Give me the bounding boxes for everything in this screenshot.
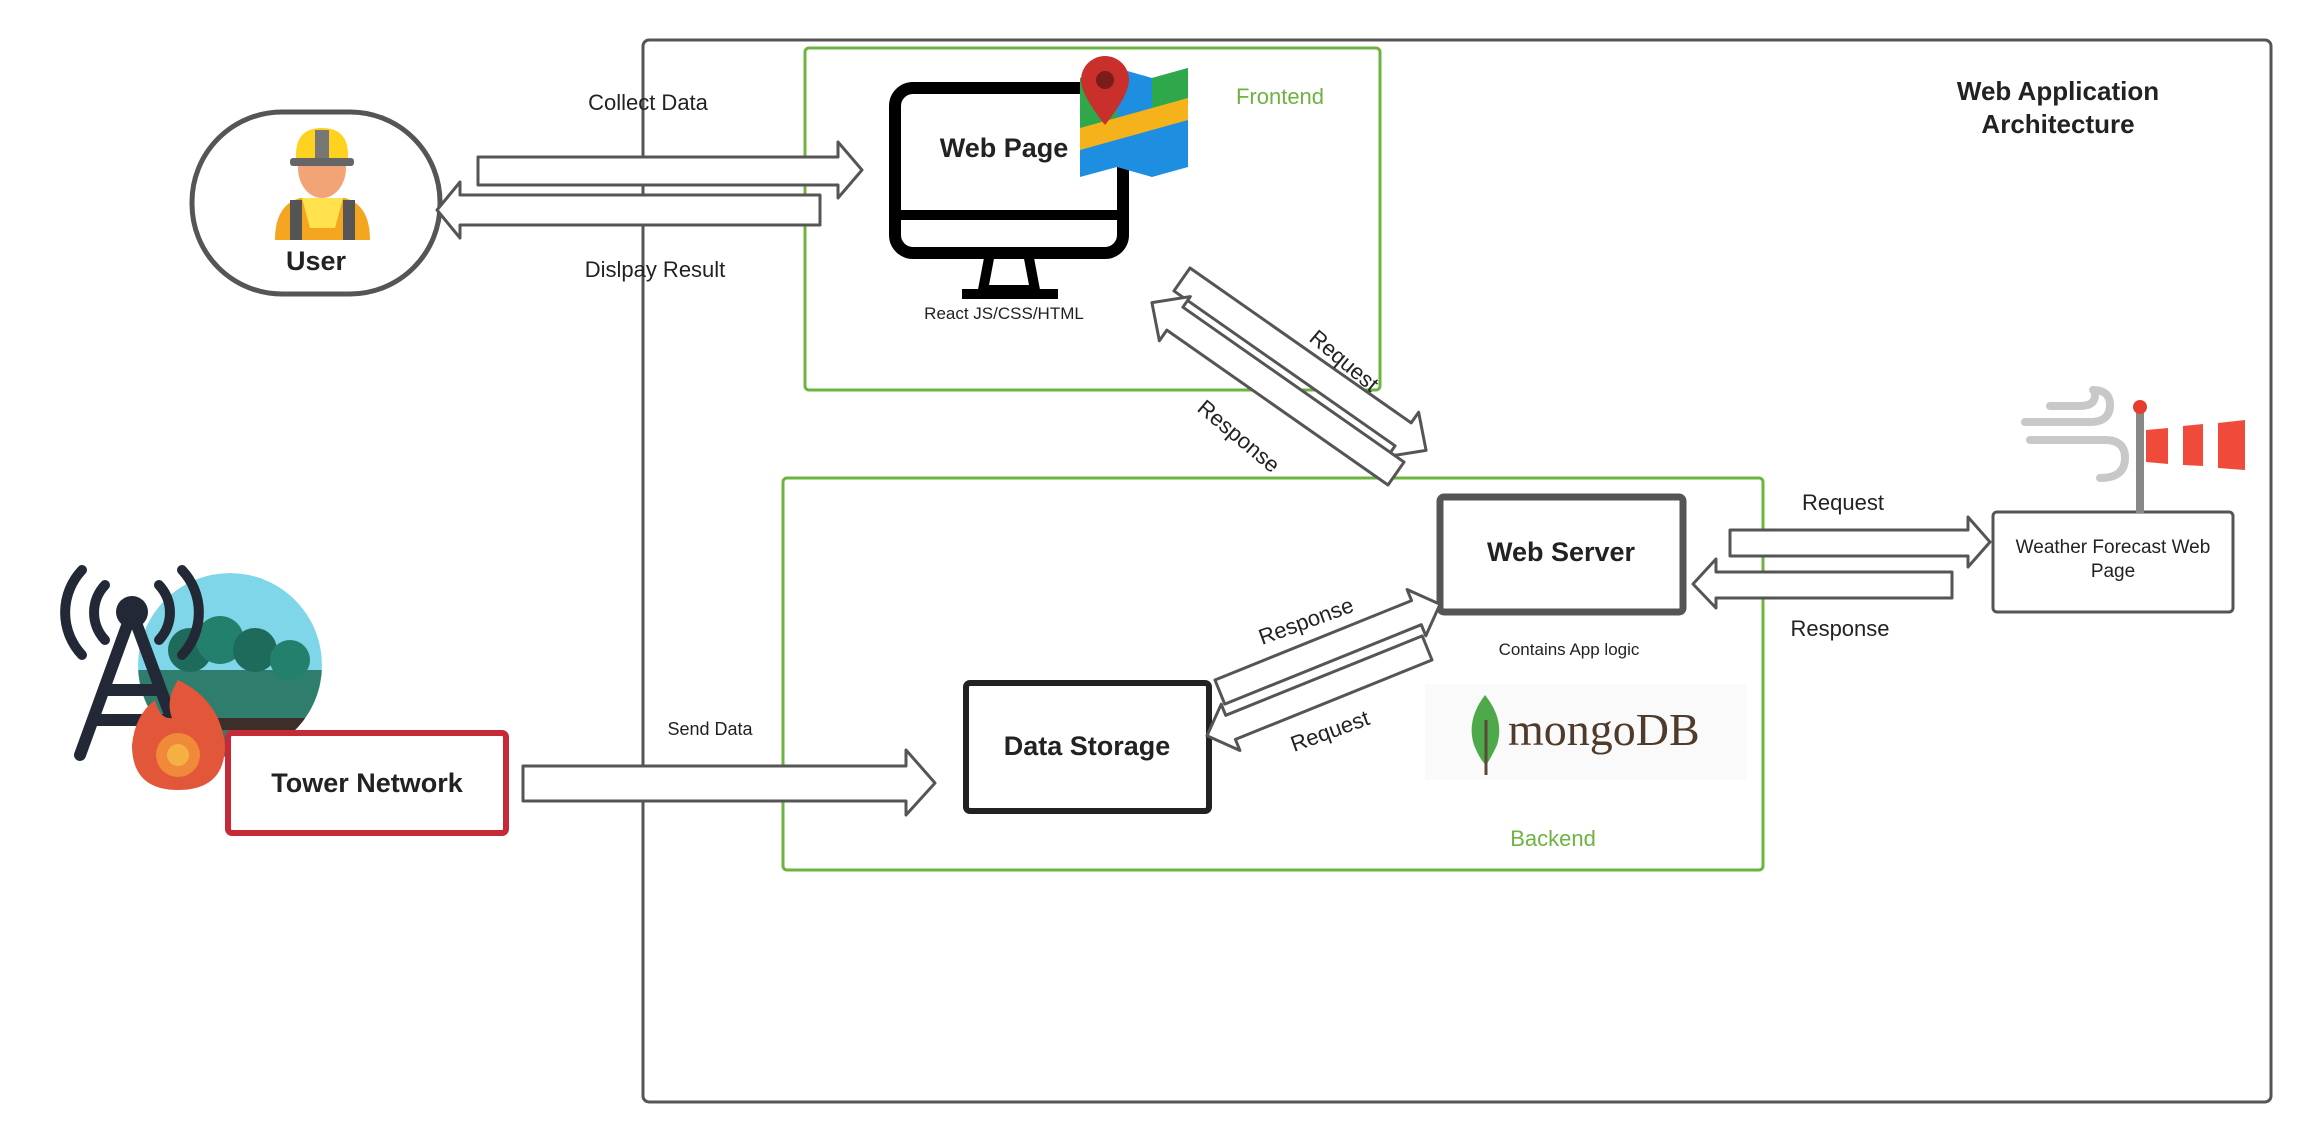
diagram-title-line-1: Web Application (1957, 76, 2159, 106)
tower-network-box (225, 730, 509, 836)
tower-network-node: Tower Network (60, 565, 509, 836)
web-page-node: Web Page React JS/CSS/HTML (889, 56, 1188, 323)
mongodb-wordmark: mongoDB (1508, 704, 1700, 755)
storage-response-arrow (1213, 587, 1442, 706)
weather-forecast-node: Weather Forecast Web Page (1991, 510, 2235, 614)
weather-forecast-label-line-2: Page (2091, 561, 2135, 582)
send-data-label: Send Data (667, 719, 753, 739)
web-server-caption: Contains App logic (1499, 640, 1640, 659)
page-response-label: Response (1193, 395, 1285, 478)
mongodb-leaf-icon (1471, 695, 1500, 775)
cell-tower-icon (60, 565, 204, 761)
weather-response-label: Response (1790, 616, 1889, 641)
weather-response-arrow (1691, 557, 1954, 610)
tower-network-label: Tower Network (271, 768, 464, 798)
weather-forecast-label-line-1: Weather Forecast Web (2016, 537, 2211, 558)
weather-request-label: Request (1802, 490, 1884, 515)
user-label: User (286, 246, 347, 276)
backend-group (781, 476, 1765, 872)
monitor-icon (889, 82, 1129, 299)
fire-icon (132, 680, 225, 790)
user-node: User (189, 109, 443, 297)
windsock-icon (2021, 386, 2245, 513)
firefighter-icon (275, 128, 370, 240)
storage-request-arrow (1205, 634, 1434, 753)
data-storage-node: Data Storage (963, 680, 1212, 814)
diagram-title-line-2: Architecture (1981, 109, 2134, 139)
web-page-caption: React JS/CSS/HTML (924, 304, 1084, 323)
mongodb-logo: mongoDB (1425, 684, 1747, 780)
display-result-label: Dislpay Result (585, 257, 726, 282)
backend-label: Backend (1510, 826, 1596, 851)
outer-container (641, 38, 2273, 1104)
map-icon (1080, 56, 1188, 177)
page-response-arrow (1150, 295, 1406, 487)
collect-data-arrow (476, 140, 864, 200)
collect-data-label: Collect Data (588, 90, 709, 115)
display-result-arrow (435, 180, 822, 240)
data-storage-label: Data Storage (1004, 731, 1171, 761)
web-server-node: Web Server Contains App logic (1436, 493, 1687, 659)
weather-request-arrow (1728, 515, 1992, 569)
send-data-arrow (521, 748, 937, 817)
frontend-label: Frontend (1236, 84, 1324, 109)
web-server-label: Web Server (1487, 537, 1636, 567)
page-request-arrow (1172, 266, 1428, 458)
web-page-label: Web Page (940, 133, 1069, 163)
